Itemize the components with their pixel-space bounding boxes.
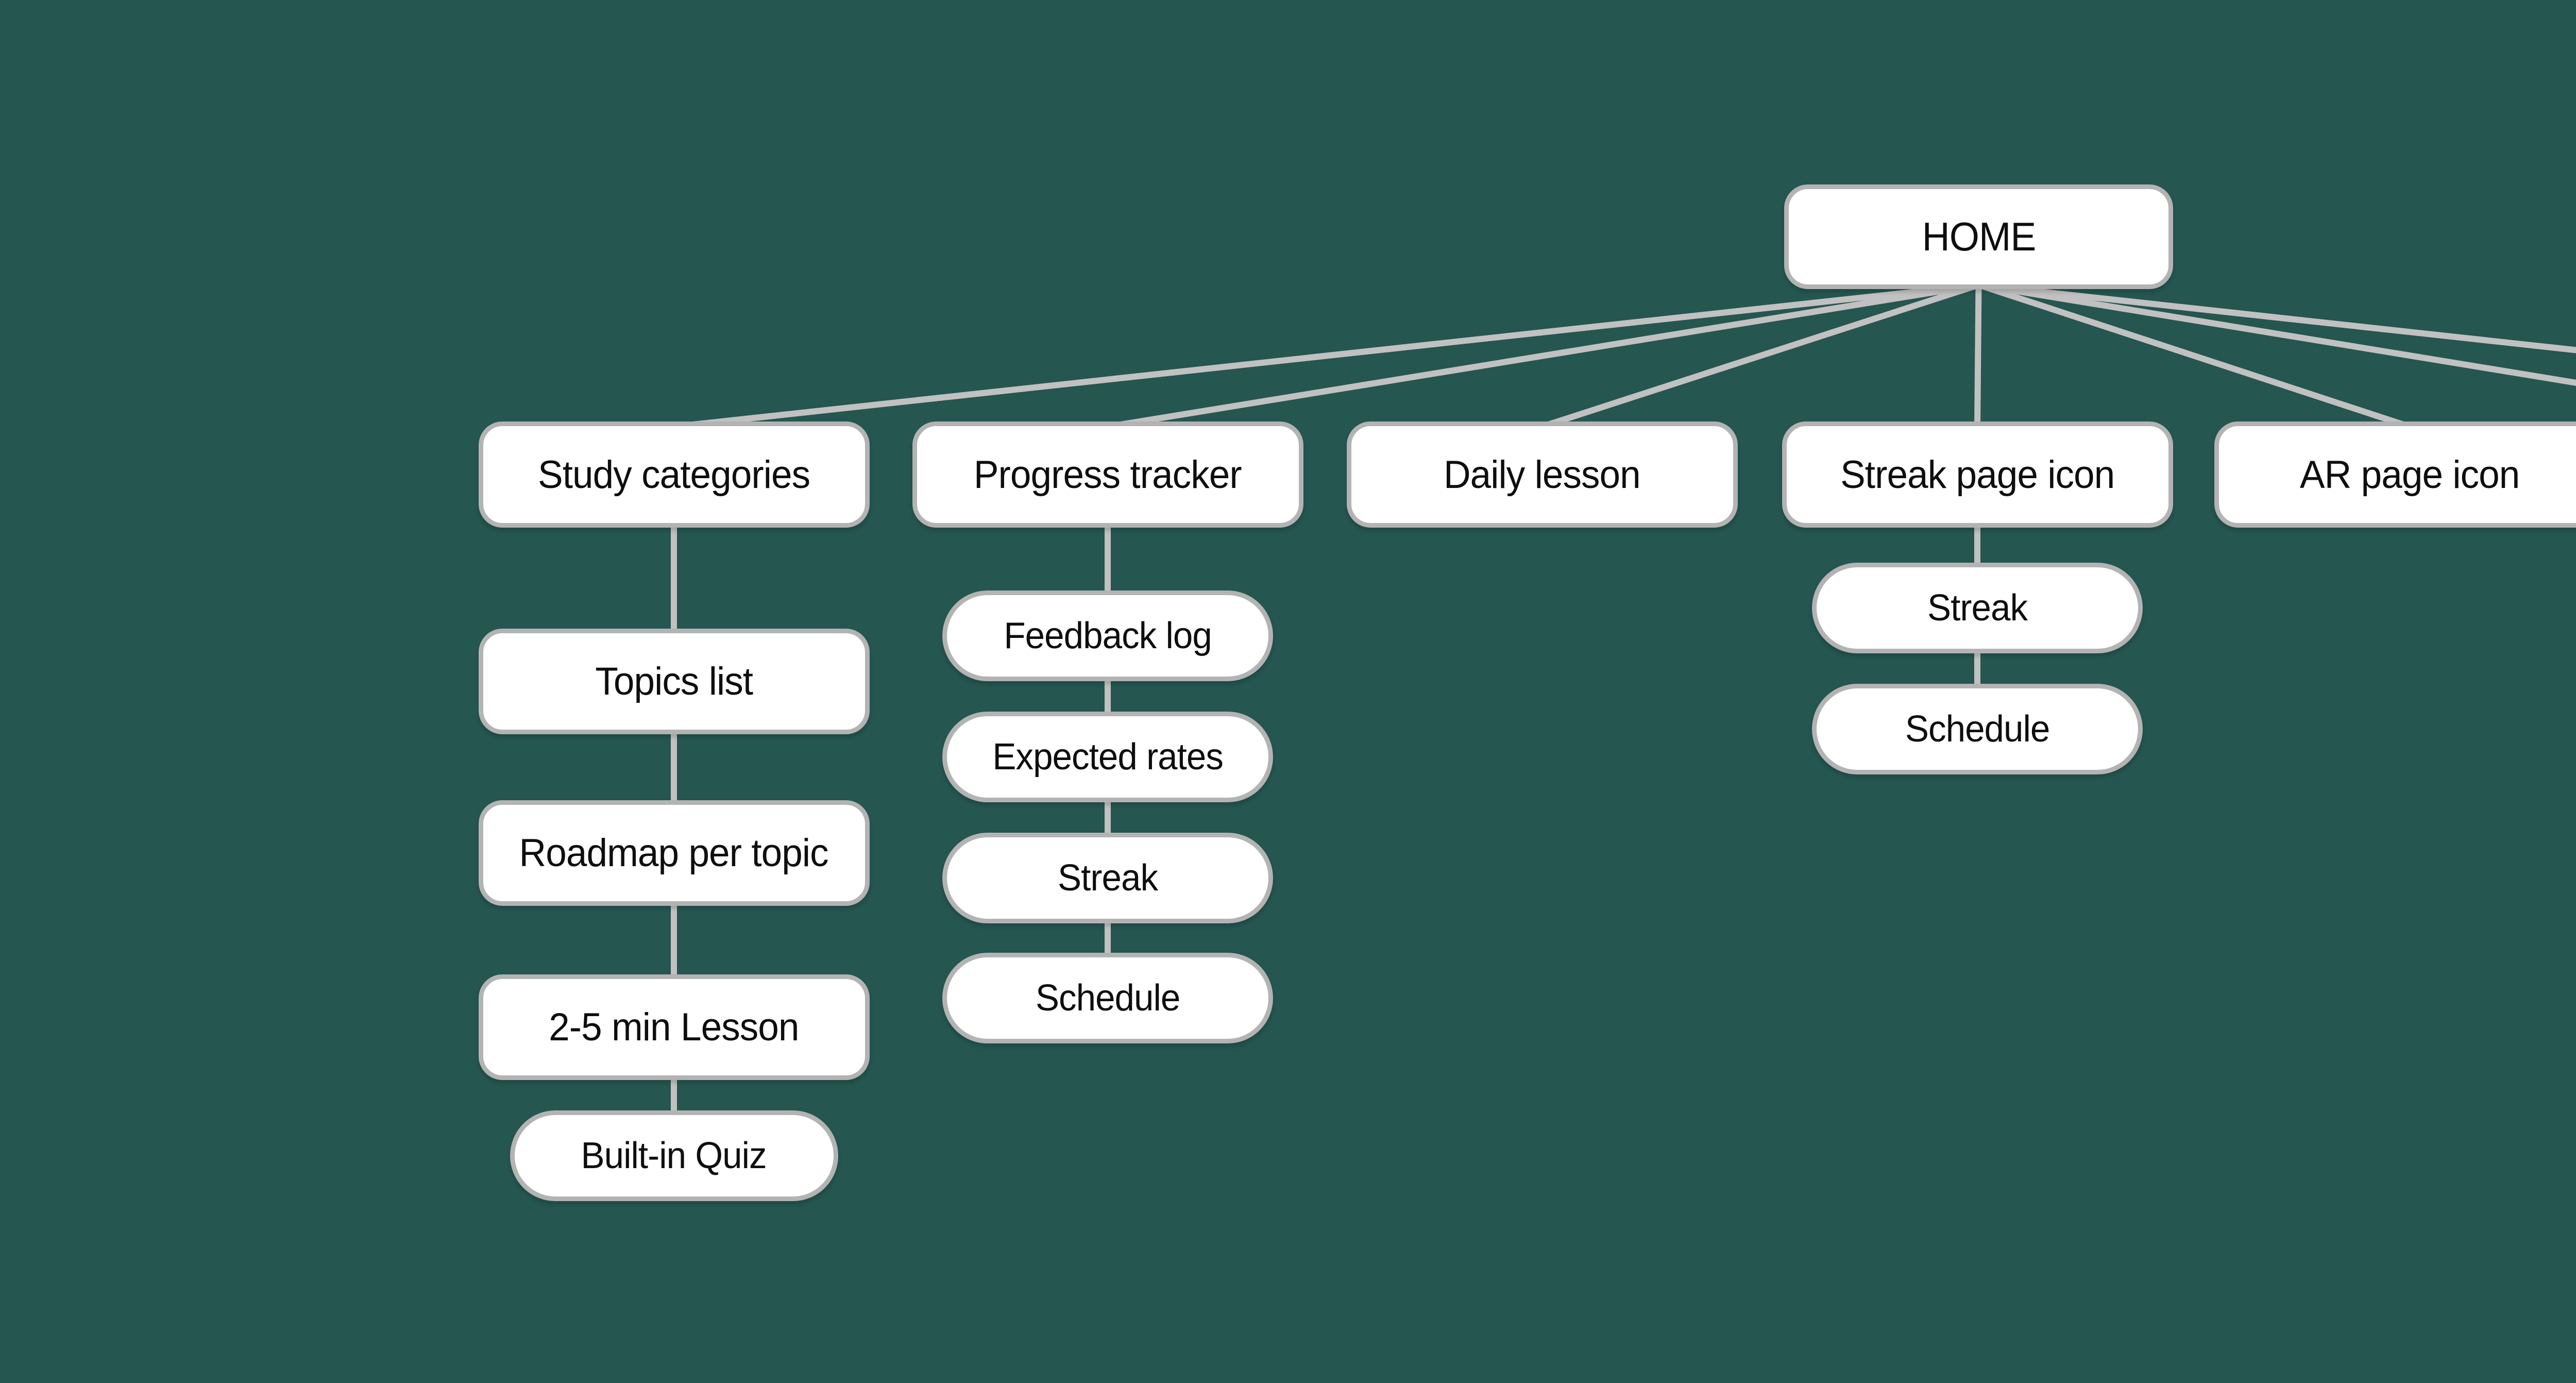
connector-line — [1974, 284, 1982, 427]
node-streak-page-icon[interactable]: Streak page icon — [1782, 421, 2173, 528]
node-study-categories[interactable]: Study categories — [478, 421, 870, 528]
node-progress-tracker-streak-label: Streak — [1057, 857, 1158, 899]
connector-line — [673, 282, 1979, 430]
node-streak-page-icon-streak-label: Streak — [1927, 587, 2028, 629]
node-study-categories-2-5-min-lesson[interactable]: 2-5 min Lesson — [478, 974, 870, 1080]
node-study-categories-label: Study categories — [537, 452, 810, 497]
node-progress-tracker-feedback-log-label: Feedback log — [1004, 615, 1212, 656]
connector-line — [1978, 282, 2576, 353]
node-daily-lesson-label: Daily lesson — [1444, 452, 1641, 497]
node-streak-page-icon-label: Streak page icon — [1840, 452, 2115, 497]
node-study-categories-2-5-min-lesson-label: 2-5 min Lesson — [549, 1005, 799, 1049]
node-progress-tracker-schedule[interactable]: Schedule — [942, 953, 1273, 1043]
node-study-categories-roadmap-per-topic-label: Roadmap per topic — [519, 831, 829, 875]
node-study-categories-built-in-quiz-label: Built-in Quiz — [581, 1135, 767, 1176]
node-ar-page-icon-label: AR page icon — [2299, 452, 2520, 497]
node-progress-tracker-schedule-label: Schedule — [1035, 977, 1181, 1019]
node-study-categories-topics-list-label: Topics list — [595, 660, 753, 703]
node-progress-tracker-expected-rates[interactable]: Expected rates — [942, 712, 1273, 802]
node-study-categories-built-in-quiz[interactable]: Built-in Quiz — [510, 1110, 838, 1201]
node-ar-page-icon[interactable]: AR page icon — [2214, 421, 2576, 528]
node-study-categories-topics-list[interactable]: Topics list — [478, 629, 870, 734]
connector-line — [1978, 282, 2576, 386]
node-progress-tracker-streak[interactable]: Streak — [942, 833, 1273, 923]
node-streak-page-icon-schedule-label: Schedule — [1905, 709, 2050, 750]
node-streak-page-icon-schedule[interactable]: Schedule — [1812, 684, 2143, 774]
node-daily-lesson[interactable]: Daily lesson — [1346, 421, 1738, 528]
node-study-categories-roadmap-per-topic[interactable]: Roadmap per topic — [478, 800, 870, 906]
connector-line — [1541, 282, 1980, 430]
connector-line — [1977, 282, 2411, 430]
node-progress-tracker-feedback-log[interactable]: Feedback log — [942, 591, 1273, 681]
node-home[interactable]: HOME — [1784, 184, 2173, 289]
node-progress-tracker[interactable]: Progress tracker — [912, 421, 1303, 528]
connector-line — [1107, 282, 1979, 430]
node-progress-tracker-expected-rates-label: Expected rates — [992, 736, 1224, 778]
node-home-label: HOME — [1922, 214, 2036, 259]
node-streak-page-icon-streak[interactable]: Streak — [1812, 563, 2143, 653]
node-progress-tracker-label: Progress tracker — [974, 452, 1242, 497]
